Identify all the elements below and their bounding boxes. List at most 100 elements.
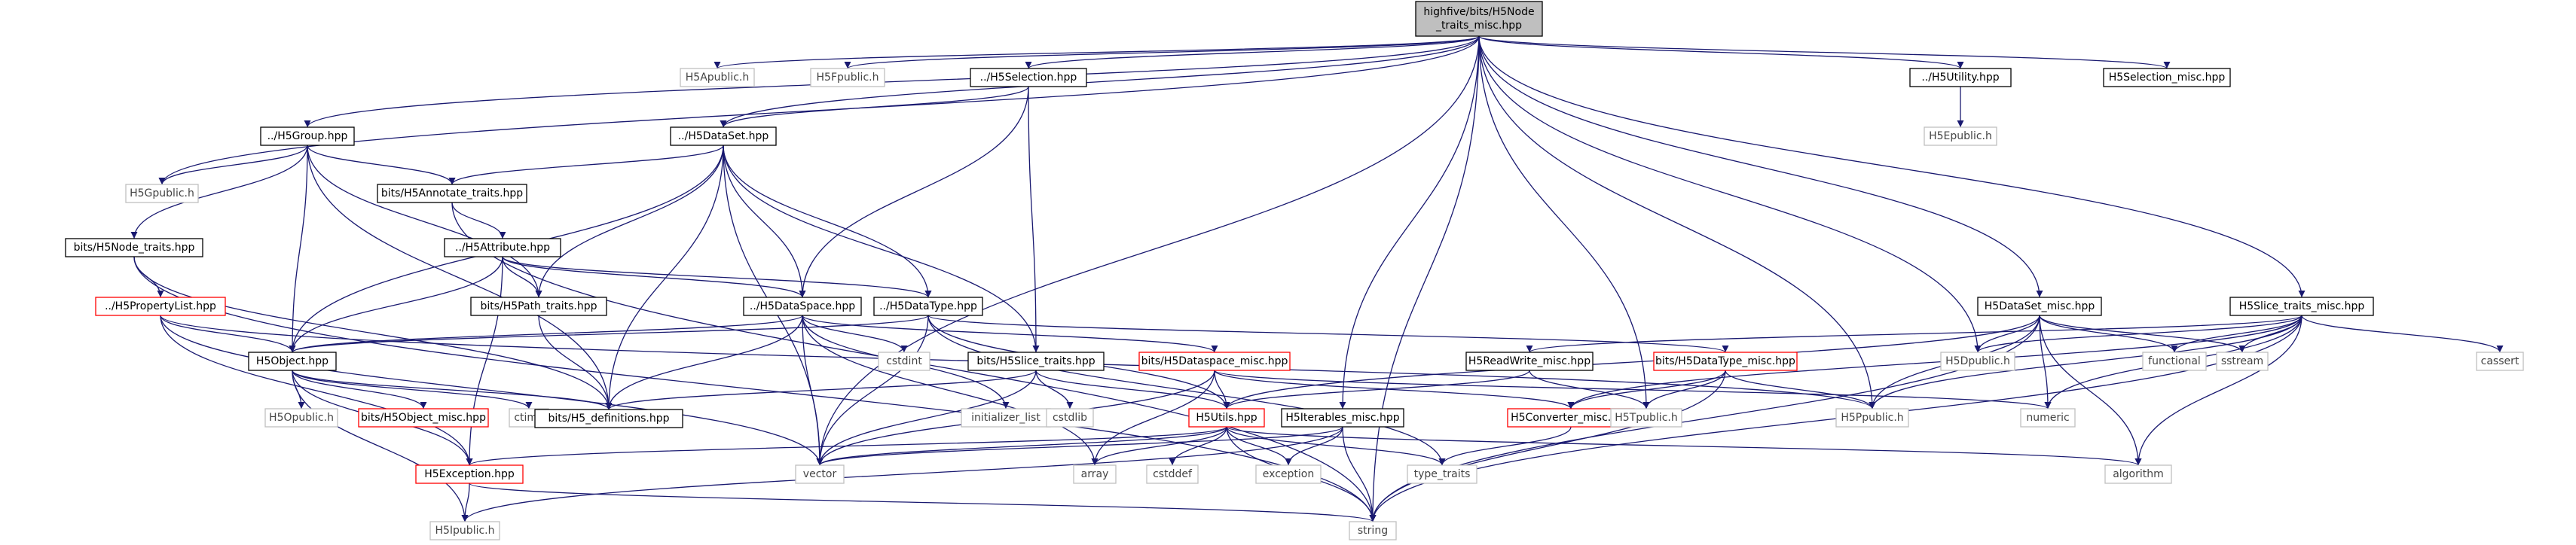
- node-box: [1909, 68, 2012, 87]
- edge-root-to-dataset_misc: [1478, 35, 2043, 298]
- node-label: H5Gpublic.h: [130, 187, 194, 199]
- node-label: bits/H5DataType_misc.hpp: [1655, 355, 1795, 367]
- node-root[interactable]: highfive/bits/H5Node_traits_misc.hpp: [1415, 1, 1543, 37]
- node-h5fpublic: H5Fpublic.h: [810, 68, 885, 87]
- edge-root-to-h5ppublic: [1478, 35, 1876, 410]
- edge-annotate-to-h5attribute: [451, 202, 506, 239]
- node-h5object[interactable]: H5Object.hpp: [248, 352, 337, 371]
- node-box: [795, 464, 845, 484]
- node-label: ../H5Group.hpp: [267, 130, 348, 142]
- edge-dataspace_misc-to-numeric: [1214, 370, 2052, 410]
- node-annotate[interactable]: bits/H5Annotate_traits.hpp: [377, 184, 527, 203]
- edge-root-to-h5apublic: [714, 35, 1480, 69]
- node-box: [534, 409, 683, 428]
- node-label: ../H5DataSpace.hpp: [750, 300, 855, 312]
- edge-slice_traits_misc-to-functional: [2171, 315, 2303, 353]
- node-sstream: sstream: [2216, 352, 2269, 371]
- node-box: [260, 126, 355, 146]
- edge-dataset_misc-to-h5utils: [1223, 315, 2040, 410]
- node-label: H5ReadWrite_misc.hpp: [1468, 355, 1591, 367]
- node-label: H5Selection_misc.hpp: [2109, 72, 2226, 84]
- node-cassert: cassert: [2476, 352, 2524, 371]
- edge-slice_traits-to-vector: [816, 370, 1037, 466]
- node-box: [670, 126, 777, 146]
- node-h5object_misc[interactable]: bits/H5Object_misc.hpp: [358, 408, 489, 428]
- node-label: functional: [2148, 355, 2201, 367]
- edge-h5iterables_misc-to-h5ipublic: [461, 426, 1343, 522]
- edge-h5utils-to-cstddef: [1169, 426, 1227, 466]
- edge-h5selection-to-h5dataset: [720, 86, 1029, 128]
- node-h5utility[interactable]: ../H5Utility.hpp: [1909, 68, 2012, 87]
- edge-h5group-to-node_traits: [130, 145, 308, 239]
- node-label: H5Dpublic.h: [1945, 355, 2010, 367]
- edge-h5iterables_misc-to-exception: [1285, 426, 1343, 466]
- edge-h5object-to-h5object_misc: [292, 370, 427, 410]
- node-label: array: [1081, 468, 1109, 480]
- edge-propertylist-to-h5exception: [160, 315, 473, 466]
- node-box: [2104, 464, 2172, 484]
- node-propertylist[interactable]: ../H5PropertyList.hpp: [95, 297, 226, 316]
- node-node_traits[interactable]: bits/H5Node_traits.hpp: [65, 238, 203, 257]
- node-slice_traits[interactable]: bits/H5Slice_traits.hpp: [967, 352, 1105, 371]
- node-h5dataspace[interactable]: ../H5DataSpace.hpp: [743, 297, 862, 316]
- node-label: string: [1358, 525, 1388, 537]
- edge-h5object-to-h5ipublic: [292, 370, 469, 522]
- node-box: [358, 408, 489, 428]
- node-box: [1940, 352, 2015, 371]
- node-slice_traits_misc[interactable]: H5Slice_traits_misc.hpp: [2229, 297, 2374, 316]
- node-h5exception[interactable]: H5Exception.hpp: [415, 464, 524, 484]
- node-vector: vector: [795, 464, 845, 484]
- node-dataspace_misc[interactable]: bits/H5Dataspace_misc.hpp: [1138, 352, 1291, 371]
- node-path_traits[interactable]: bits/H5Path_traits.hpp: [470, 297, 607, 316]
- node-box: [95, 297, 226, 316]
- node-box: [743, 297, 862, 316]
- edge-slice_traits_misc-to-cassert: [2301, 315, 2504, 353]
- node-label: H5Slice_traits_misc.hpp: [2239, 300, 2365, 312]
- node-h5attribute[interactable]: ../H5Attribute.hpp: [444, 238, 561, 257]
- node-box: [878, 352, 930, 371]
- node-readwrite_misc[interactable]: H5ReadWrite_misc.hpp: [1465, 352, 1594, 371]
- edge-datatype_misc-to-h5tpublic: [1642, 370, 1726, 410]
- node-box: [2103, 68, 2231, 87]
- node-box: [65, 238, 203, 257]
- node-label: ../H5Selection.hpp: [980, 72, 1077, 84]
- node-box: [1138, 352, 1291, 371]
- edge-dataset_misc-to-numeric: [2039, 315, 2052, 410]
- node-box: [1465, 352, 1594, 371]
- node-h5dataset[interactable]: ../H5DataSet.hpp: [670, 126, 777, 146]
- edge-h5attribute-to-h5exception: [466, 256, 503, 466]
- edge-h5utils-to-h5exception: [466, 426, 1227, 466]
- node-h5selection_misc[interactable]: H5Selection_misc.hpp: [2103, 68, 2231, 87]
- edge-h5attribute-to-path_traits: [502, 256, 542, 298]
- edge-path_traits-to-h5_definitions: [538, 315, 613, 410]
- node-h5datatype[interactable]: ../H5DataType.hpp: [873, 297, 983, 316]
- edge-datatype_misc-to-string: [1369, 370, 1726, 522]
- node-h5iterables_misc[interactable]: H5Iterables_misc.hpp: [1281, 408, 1404, 428]
- edge-h5utils-to-vector: [816, 426, 1227, 466]
- node-h5utils[interactable]: H5Utils.hpp: [1188, 408, 1265, 428]
- edge-root-to-h5group: [304, 35, 1480, 128]
- node-dataset_misc[interactable]: H5DataSet_misc.hpp: [1977, 297, 2102, 316]
- node-h5_definitions[interactable]: bits/H5_definitions.hpp: [534, 409, 683, 428]
- node-box: [873, 297, 983, 316]
- node-box: [1255, 464, 1322, 484]
- edge-slice_traits-to-cstdlib: [1035, 370, 1074, 410]
- edge-h5datatype-to-h5object: [289, 315, 929, 353]
- node-label: H5Utils.hpp: [1196, 412, 1257, 424]
- edge-propertylist-to-h5object: [160, 315, 296, 353]
- node-datatype_misc[interactable]: bits/H5DataType_misc.hpp: [1653, 352, 1798, 371]
- node-type_traits: type_traits: [1407, 464, 1477, 484]
- node-box: [125, 184, 199, 203]
- node-h5selection[interactable]: ../H5Selection.hpp: [970, 68, 1087, 87]
- node-cstdint: cstdint: [878, 352, 930, 371]
- edge-h5exception-to-string: [469, 483, 1377, 522]
- node-label: H5Tpublic.h: [1615, 412, 1677, 424]
- node-label: numeric: [2026, 412, 2069, 424]
- edge-dataset_misc-to-algorithm: [2039, 315, 2142, 466]
- node-label: bits/H5Slice_traits.hpp: [976, 355, 1095, 367]
- edge-slice_traits_misc-to-algorithm: [2134, 315, 2303, 466]
- node-h5group[interactable]: ../H5Group.hpp: [260, 126, 355, 146]
- node-label: H5Converter_misc.hpp: [1511, 412, 1631, 424]
- node-box: [429, 521, 500, 540]
